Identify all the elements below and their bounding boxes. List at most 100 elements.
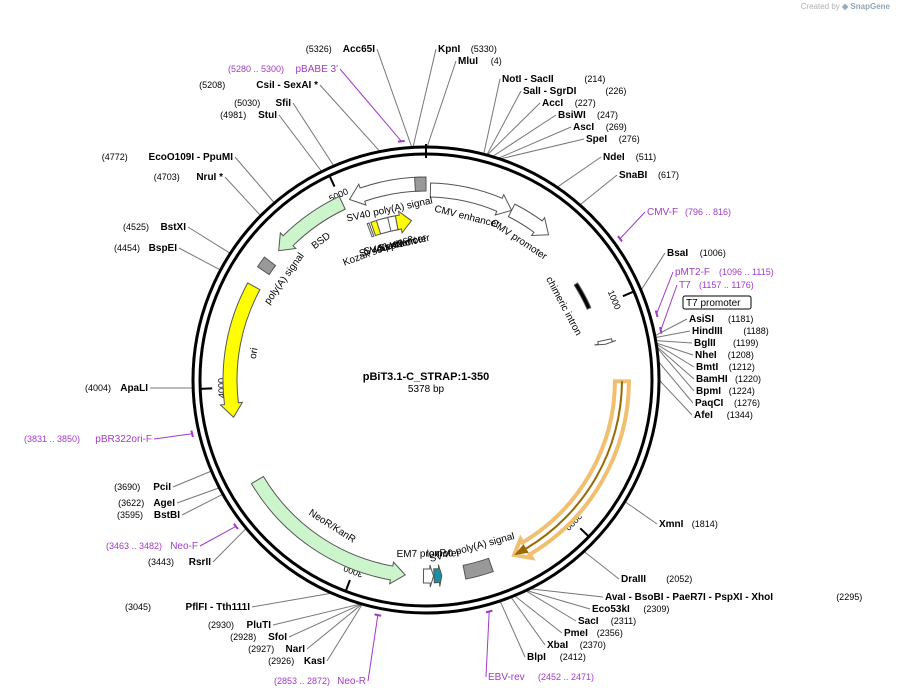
enzyme-apali[interactable]: ApaLI(4004) <box>85 383 148 394</box>
enzyme-pmei[interactable]: PmeI(2356) <box>564 628 623 639</box>
primer-mark <box>485 609 493 614</box>
enzyme-position: (1224) <box>729 386 755 396</box>
enzyme-asisi[interactable]: AsiSI(1181) <box>689 314 753 325</box>
enzyme-agei[interactable]: AgeI(3622) <box>118 498 175 509</box>
enzyme-leader <box>486 90 522 156</box>
feature-sv40-poly-a-signal[interactable] <box>462 557 494 580</box>
enzyme-snabi[interactable]: SnaBI(617) <box>619 170 679 181</box>
primer-leader <box>367 615 379 682</box>
enzyme-blpi[interactable]: BlpI(2412) <box>527 652 586 663</box>
enzyme-leader <box>272 603 362 626</box>
enzyme-acc65i[interactable]: Acc65I(5326) <box>306 44 375 55</box>
enzyme-bglii[interactable]: BglII(1199) <box>694 338 758 349</box>
feature-cmv-enhancer[interactable] <box>429 182 513 216</box>
enzyme-nari[interactable]: NarI(2927) <box>248 644 305 655</box>
enzyme-afei[interactable]: AfeI(1344) <box>694 410 753 421</box>
feature-insert[interactable] <box>511 379 632 561</box>
feature-sv40-polya-box[interactable] <box>414 176 427 192</box>
enzyme-name: BstBI <box>154 510 180 521</box>
enzyme-sfoi[interactable]: SfoI(2928) <box>230 632 287 643</box>
enzyme-bstbi[interactable]: BstBI(3595) <box>117 510 180 521</box>
enzyme-bspei[interactable]: BspEI(4454) <box>114 243 177 254</box>
enzyme-ndei[interactable]: NdeI(511) <box>603 152 656 163</box>
enzyme-ecoo109i-ppumi[interactable]: EcoO109I - PpuMI (4772) <box>102 152 233 163</box>
feature-chimeric-intron[interactable] <box>573 282 592 310</box>
enzyme-bstxi[interactable]: BstXI(4525) <box>123 222 186 233</box>
enzyme-xbai[interactable]: XbaI(2370) <box>547 640 606 651</box>
center-labels: pBiT3.1-C_STRAP:1-350 5378 bp <box>363 371 490 395</box>
enzyme-name: AscI <box>573 122 594 133</box>
primer-neo-f[interactable]: Neo-F(3463 .. 3482) <box>106 541 198 552</box>
feature-poly-a-signal[interactable] <box>256 256 277 276</box>
enzyme-xmni[interactable]: XmnI(1814) <box>659 519 718 530</box>
enzyme-name: BsaI <box>667 248 688 259</box>
enzyme-position: (4772) <box>102 152 128 162</box>
primer-cmv-f[interactable]: CMV-F(796 .. 816) <box>647 207 731 218</box>
enzyme-bsiwi[interactable]: BsiWI(247) <box>558 110 618 121</box>
enzyme-mlui[interactable]: MluI(4) <box>458 56 502 67</box>
enzyme-nhei[interactable]: NheI(1208) <box>695 350 754 361</box>
enzyme-leader <box>556 156 602 188</box>
enzyme-leader <box>376 48 413 148</box>
enzyme-paqci[interactable]: PaqCI(1276) <box>695 398 760 409</box>
enzyme-kpni[interactable]: KpnI(5330) <box>438 44 497 55</box>
enzyme-sali-sgrdi[interactable]: SalI - SgrDI(226) <box>523 86 626 97</box>
enzyme-noti-sacii[interactable]: NotI - SacII(214) <box>502 74 605 85</box>
enzyme-sfii[interactable]: SfiI(5030) <box>234 98 291 109</box>
enzyme-asci[interactable]: AscI(269) <box>573 122 627 133</box>
enzyme-spei[interactable]: SpeI(276) <box>586 134 640 145</box>
feature-loxp[interactable] <box>433 564 443 587</box>
feature-label: Kozak sequence <box>342 233 416 269</box>
enzyme-name: BglII <box>694 338 716 349</box>
enzyme-leader <box>288 603 362 638</box>
enzyme-bamhi[interactable]: BamHI(1220) <box>696 374 761 385</box>
enzyme-position: (3690) <box>114 482 140 492</box>
enzyme-kasi[interactable]: KasI(2926) <box>268 656 325 667</box>
enzyme-saci[interactable]: SacI(2311) <box>578 616 636 627</box>
enzyme-position: (2356) <box>597 628 623 638</box>
primer-pbr322ori-f[interactable]: pBR322ori-F(3831 .. 3850) <box>24 434 152 445</box>
enzyme-bpmi[interactable]: BpmI (1224) <box>696 386 755 397</box>
enzyme-pluti[interactable]: PluTI(2930) <box>208 620 271 631</box>
enzyme-leader <box>178 247 221 271</box>
enzyme-name: StuI <box>258 110 277 121</box>
enzyme-eco53ki[interactable]: Eco53kI(2309) <box>592 604 669 615</box>
enzyme-name: SalI - SgrDI <box>523 86 577 97</box>
enzyme-position: (3045) <box>125 602 151 612</box>
feature-ori[interactable] <box>219 282 261 419</box>
feature-sv40-ori[interactable] <box>387 215 399 232</box>
enzyme-bmti[interactable]: BmtI(1212) <box>696 362 755 373</box>
feature-em7-promoter[interactable] <box>422 564 435 588</box>
enzyme-nrui[interactable]: NruI *(4703) <box>154 172 223 183</box>
enzyme-pcii[interactable]: PciI(3690) <box>114 482 171 493</box>
enzyme-rsrii[interactable]: RsrII(3443) <box>148 557 211 568</box>
enzyme-name: BpmI <box>696 386 721 397</box>
primer-name: CMV-F <box>647 207 678 218</box>
primer-ebv-rev[interactable]: EBV-rev(2452 .. 2471) <box>488 672 594 683</box>
enzyme-acci[interactable]: AccI(227) <box>542 98 596 109</box>
feature-kozak-sequence[interactable] <box>366 222 375 238</box>
enzyme-avai-bsobi-paer7i-pspxi-xhoi[interactable]: AvaI - BsoBI - PaeR7I - PspXI - XhoI(229… <box>605 592 862 603</box>
primer-pbabe-3[interactable]: pBABE 3'(5280 .. 5300) <box>228 64 338 75</box>
enzyme-hindiii[interactable]: HindIII(1188) <box>692 326 769 337</box>
feature-bsd[interactable] <box>278 195 346 252</box>
primer-pmt2-f[interactable]: pMT2-F(1096 .. 1115) <box>675 267 774 278</box>
enzyme-stui[interactable]: StuI(4981) <box>220 110 277 121</box>
enzyme-name: BlpI <box>527 652 546 663</box>
enzyme-pflfi-tth111i[interactable]: PflFI - Tth111I(3045) <box>125 602 250 613</box>
enzyme-name: EcoO109I - PpuMI <box>149 152 234 163</box>
feature-neor-kanr[interactable] <box>250 475 406 585</box>
enzyme-position: (1814) <box>692 519 718 529</box>
primer-mark <box>232 523 239 530</box>
feature-t7-promoter[interactable] <box>594 338 617 346</box>
enzyme-csii-sexai[interactable]: CsiI - SexAI *(5208) <box>199 80 318 91</box>
feature-cmv-promoter[interactable] <box>507 203 550 236</box>
primer-mark <box>374 613 382 617</box>
primer-t7[interactable]: T7(1157 .. 1176) <box>679 280 754 291</box>
enzyme-position: (4004) <box>85 383 111 393</box>
enzyme-position: (617) <box>658 170 679 180</box>
enzyme-draiii[interactable]: DraIII(2052) <box>621 574 692 585</box>
enzyme-bsai[interactable]: BsaI(1006) <box>667 248 726 259</box>
t7-promoter-box[interactable]: T7 promoter <box>682 295 752 310</box>
primer-neo-r[interactable]: Neo-R(2853 .. 2872) <box>274 676 366 687</box>
